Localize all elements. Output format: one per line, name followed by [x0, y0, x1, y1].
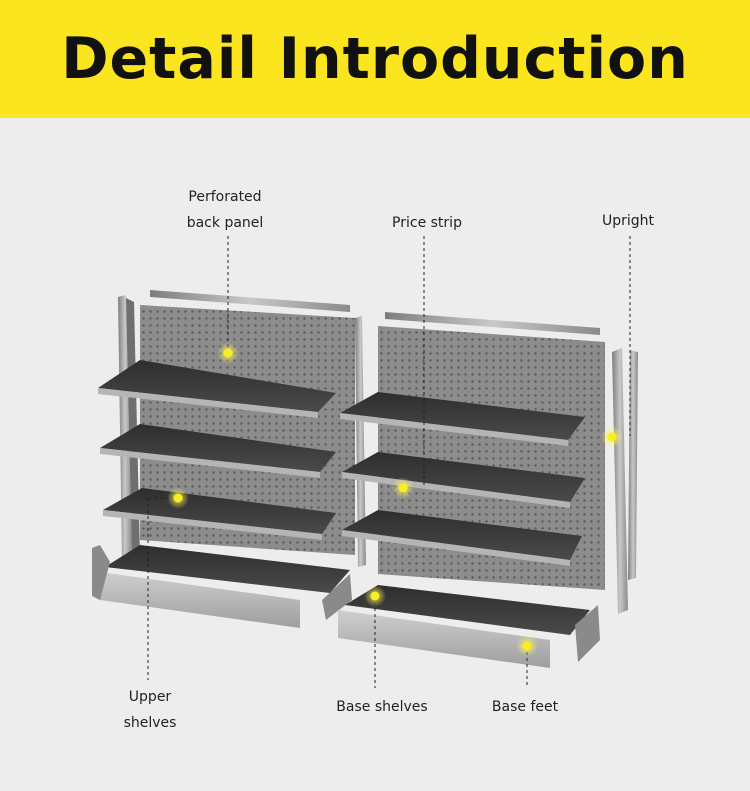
product-illustration-area [0, 118, 750, 791]
label-price-strip: Price strip [392, 215, 462, 231]
label-perforated-back-panel: Perforated back panel [170, 184, 280, 236]
label-line: Perforated [188, 189, 262, 205]
left-base-shelf [92, 545, 352, 628]
label-line: shelves [123, 715, 177, 731]
label-line: Upper [128, 689, 172, 705]
label-line: back panel [186, 215, 264, 231]
header-banner: Detail Introduction [0, 0, 750, 118]
left-upper-shelves [98, 360, 336, 540]
label-base-feet: Base feet [491, 699, 559, 715]
right-upright [612, 348, 628, 614]
shelving-illustration [92, 236, 638, 688]
label-upper-shelves: Upper shelves [110, 684, 190, 736]
right-base-shelf [338, 585, 600, 668]
label-upright: Upright [601, 213, 655, 229]
hotspot-markers [167, 342, 623, 657]
left-shelf-unit [92, 290, 366, 628]
left-upright [118, 295, 132, 562]
middle-upright [355, 316, 366, 567]
label-base-shelves: Base shelves [336, 699, 428, 715]
left-top-rail [150, 290, 350, 312]
marker-base-shelves [364, 585, 386, 607]
right-upper-shelves [340, 392, 585, 566]
marker-perforated-back-panel [217, 342, 239, 364]
left-perforated-back-panel [140, 305, 355, 555]
marker-price-strip [392, 477, 414, 499]
marker-upright [601, 426, 623, 448]
right-top-rail [385, 312, 600, 335]
right-shelf-unit [338, 312, 638, 668]
marker-base-feet [516, 635, 538, 657]
marker-upper-shelves [167, 487, 189, 509]
page-title: Detail Introduction [61, 26, 689, 92]
